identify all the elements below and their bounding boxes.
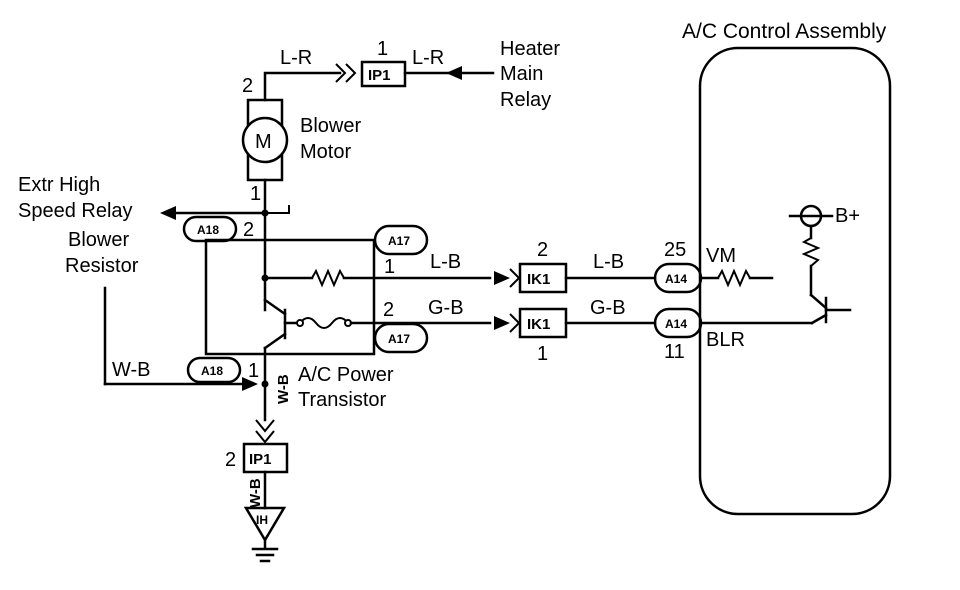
wire-label-l-b-right: L-B [593,251,624,273]
extr-relay-line-2: Speed Relay [18,200,133,222]
wire-label-w-b-vertical: W-B [275,374,292,404]
motor-symbol: M [255,131,272,153]
connector-ip1-top [360,60,407,88]
pin-motor-top: 2 [242,75,253,97]
connector-a18-lower [186,356,242,384]
wire-label-w-b-left: W-B [112,359,151,381]
ground-icon [251,547,279,563]
fuse-icon [299,317,349,329]
wire-label-l-b-left: L-B [430,251,461,273]
blower-motor-line-1: Blower [300,115,361,137]
pin-ip1-top: 1 [377,38,388,60]
signal-vm: VM [706,245,736,267]
connector-a14-upper-label: A14 [665,272,687,286]
pin-a17-upper: 1 [384,256,395,278]
junction-dot [261,380,269,388]
connector-ip1-top-label: IP1 [368,67,391,84]
chevron-right-icon [509,313,521,333]
internal-transistor-base [810,313,828,325]
connector-a17-upper-label: A17 [388,234,410,248]
wire-l-r-to-motor [263,71,342,102]
arrow-left-icon [446,66,462,80]
heater-main-relay-label: Heater Main Relay [500,38,560,111]
ground-point-ih-label: IH [256,513,268,527]
heater-relay-line-1: Heater [500,38,560,60]
pin-ip1-bottom: 2 [225,449,236,471]
assembly-title: A/C Control Assembly [682,20,887,43]
blower-motor-line-2: Motor [300,141,351,163]
arrow-right-icon [494,271,510,285]
chevron-right-icon [335,63,347,83]
blower-resistor-line-2: Resistor [65,255,139,277]
resistor-icon [311,268,345,288]
wire-label-w-b-ground: W-B [247,478,264,508]
pin-a17-lower: 2 [383,299,394,321]
ac-power-transistor-line-1: A/C Power [298,364,394,386]
chevron-right-icon [509,268,521,288]
transistor-emitter [263,332,287,350]
heater-relay-line-3: Relay [500,89,551,111]
chevron-down-icon [255,430,275,444]
ac-power-transistor-line-2: Transistor [298,389,387,411]
chevron-down-icon [255,419,275,433]
connector-ik1-lower-label: IK1 [527,316,550,333]
power-transistor-module [204,238,376,356]
connector-bracket [265,205,290,214]
fuse-terminal [296,319,304,327]
heater-relay-line-2: Main [500,63,543,85]
connector-ip1-bottom-label: IP1 [249,451,272,468]
wire-label-l-r-right: L-R [412,47,444,69]
transistor-collector [263,298,287,316]
pin-a18-upper: 2 [243,219,254,241]
connector-a17-upper [373,224,429,256]
pin-a14-lower: 11 [664,341,685,363]
extr-relay-line-1: Extr High [18,174,100,196]
arrow-right-icon [242,377,258,391]
ac-control-assembly-box [698,46,892,516]
connector-a18-upper-label: A18 [197,223,219,237]
pin-a14-upper: 25 [664,239,686,261]
wire-label-g-b-left: G-B [428,297,464,319]
blower-resistor-line-1: Blower [68,229,129,251]
internal-transistor-collector [809,293,828,310]
blower-motor-icon [241,116,289,164]
wire-label-l-r-left: L-R [280,47,312,69]
connector-a17-lower-label: A17 [388,332,410,346]
pin-ik1-upper: 2 [537,239,548,261]
connector-a18-lower-label: A18 [201,364,223,378]
arrow-right-icon [494,316,510,330]
wire-label-g-b-right: G-B [590,297,626,319]
signal-blr: BLR [706,329,745,351]
connector-a14-lower-label: A14 [665,317,687,331]
pin-motor-bottom: 1 [250,183,261,205]
pin-a18-lower: 1 [248,360,259,382]
resistor-icon [717,268,751,288]
resistor-icon [801,237,821,267]
connector-ik1-upper-label: IK1 [527,271,550,288]
chevron-right-icon [345,63,357,83]
arrow-left-icon [160,206,176,220]
ground-point-ih [243,506,287,543]
b-plus-label: B+ [835,205,860,227]
pin-ik1-lower: 1 [537,343,548,365]
